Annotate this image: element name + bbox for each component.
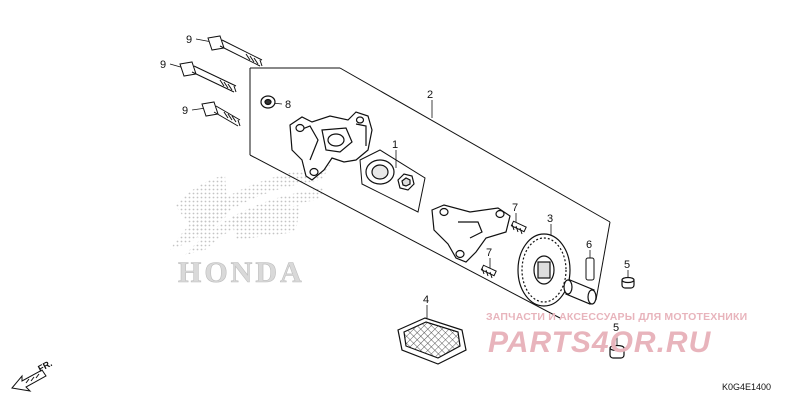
leader-lines [169, 38, 629, 345]
bolt-7-upper [510, 220, 527, 235]
pump-driven-gear-3 [517, 233, 571, 307]
watermark-tagline: ЗАПЧАСТИ И АКСЕССУАРЫ ДЛЯ МОТОТЕХНИКИ [486, 311, 747, 323]
front-direction-label: FR. [36, 358, 53, 374]
callout-2: 2 [427, 89, 433, 101]
callout-9-middle: 9 [160, 59, 166, 71]
callout-5-upper: 5 [624, 259, 630, 271]
dowel-pin-6 [585, 257, 595, 281]
assembly-outline [249, 67, 611, 319]
honda-wing-logo [170, 165, 330, 255]
bolt-7-lower [480, 264, 497, 279]
front-direction-arrow [11, 369, 47, 392]
callout-7-upper: 7 [512, 202, 518, 214]
callout-9-bottom: 9 [182, 105, 188, 117]
callout-7-lower: 7 [486, 247, 492, 259]
callout-4: 4 [423, 294, 429, 306]
callout-6: 6 [586, 239, 592, 251]
callout-3: 3 [547, 213, 553, 225]
pump-shaft [563, 279, 597, 305]
bolt-9-middle [179, 61, 237, 93]
dowel-5-lower [609, 344, 625, 359]
bolt-9-bottom [201, 101, 241, 127]
pump-cover-plate [431, 204, 511, 263]
oil-pump-body [289, 111, 373, 181]
callout-5-lower: 5 [613, 322, 619, 334]
pump-rotor-set-1 [365, 159, 415, 191]
rotor-subassembly-box [359, 149, 426, 213]
watermark-brand: PARTS4OR.RU [488, 326, 712, 359]
callout-8: 8 [285, 99, 291, 111]
diagram-code: K0G4E1400 [722, 382, 771, 392]
dowel-5-upper [621, 276, 635, 289]
oil-strainer-4 [397, 317, 467, 365]
bolt-9-top [207, 35, 263, 67]
callout-9-top: 9 [186, 34, 192, 46]
honda-logo-text: HONDA [178, 256, 305, 289]
callout-1: 1 [392, 139, 398, 151]
washer-8 [260, 95, 276, 109]
